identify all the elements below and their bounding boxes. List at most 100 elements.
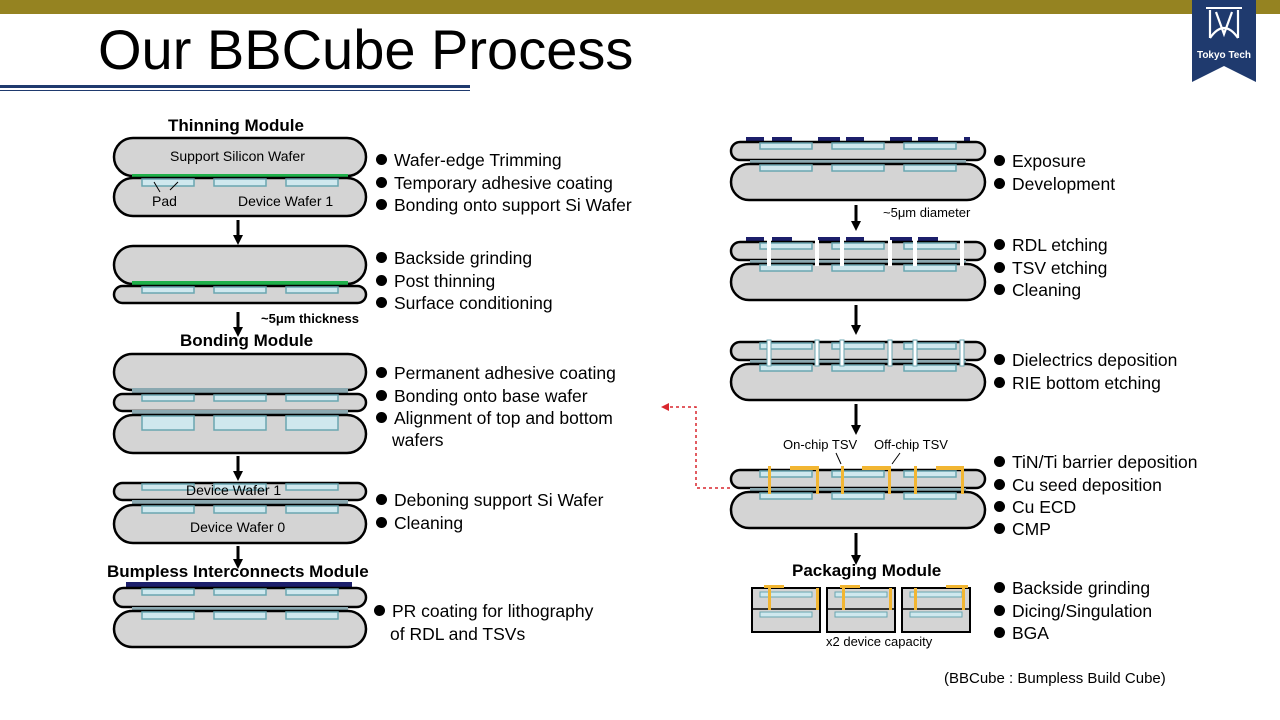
step-text: Cleaning	[1012, 280, 1082, 300]
step-text: TSV etching	[1012, 258, 1108, 278]
bullet-dot	[376, 199, 387, 210]
step-bullet: Dicing/Singulation	[994, 601, 1152, 622]
step-bullet: Bonding onto support Si Wafer	[376, 195, 632, 216]
device-wafer-0-label: Device Wafer 0	[190, 519, 286, 535]
bullet-dot	[376, 494, 387, 505]
step-text: Dielectrics deposition	[1012, 350, 1178, 370]
thickness-label: ~5μm thickness	[261, 311, 359, 326]
diameter-label: ~5μm diameter	[883, 205, 971, 220]
step-bullet: Deboning support Si Wafer	[376, 490, 603, 511]
bullet-dot	[994, 523, 1005, 534]
support-wafer-label: Support Silicon Wafer	[170, 148, 305, 164]
step-bullet: RDL etching	[994, 235, 1108, 256]
slide-title: Our BBCube Process	[98, 18, 634, 81]
capacity-label: x2 device capacity	[826, 634, 933, 649]
step-text: Cu ECD	[1012, 497, 1077, 517]
step-text: Wafer-edge Trimming	[394, 150, 562, 170]
step-text: Deboning support Si Wafer	[394, 490, 604, 510]
stage-cu-fill	[729, 452, 987, 530]
step-text: RIE bottom etching	[1012, 373, 1161, 393]
off-chip-tsv-label: Off-chip TSV	[874, 437, 948, 452]
step-text: Bonding onto support Si Wafer	[394, 195, 632, 215]
on-chip-tsv-label: On-chip TSV	[783, 437, 858, 452]
step-text: Cu seed deposition	[1012, 475, 1162, 495]
bullet-dot	[994, 377, 1005, 388]
module-bumpless: Bumpless Interconnects Module	[107, 562, 369, 581]
bullet-dot	[994, 605, 1005, 616]
step-bullet: Post thinning	[376, 271, 495, 292]
bullet-dot	[994, 479, 1005, 490]
step-text: Backside grinding	[394, 248, 533, 268]
bullet-dot	[376, 367, 387, 378]
step-bullet: PR coating for lithography	[374, 601, 593, 622]
logo-text: Tokyo Tech	[1196, 50, 1252, 61]
bullet-dot	[376, 412, 387, 423]
step-text: PR coating for lithography	[392, 601, 594, 621]
bullet-dot	[376, 252, 387, 263]
title-underline-thin	[0, 90, 470, 91]
step-bullet: Cu seed deposition	[994, 475, 1162, 496]
step-bullet: Bonding onto base wafer	[376, 386, 588, 407]
bullet-dot	[994, 456, 1005, 467]
step-text: Exposure	[1012, 151, 1086, 171]
step-text: Permanent adhesive coating	[394, 363, 616, 383]
module-thinning: Thinning Module	[168, 116, 304, 135]
bullet-dot	[376, 177, 387, 188]
step-text-continued: wafers	[392, 430, 444, 450]
step-bullet: Dielectrics deposition	[994, 350, 1177, 371]
footnote: (BBCube : Bumpless Build Cube)	[944, 670, 1166, 687]
bullet-dot	[376, 517, 387, 528]
step-text: BGA	[1012, 623, 1049, 643]
step-text: CMP	[1012, 519, 1051, 539]
stage-packaging	[751, 585, 971, 633]
pad-label: Pad	[152, 193, 177, 209]
step-text: Alignment of top and bottom	[394, 408, 613, 428]
step-bullet: CMP	[994, 519, 1051, 540]
step-bullet: BGA	[994, 623, 1049, 644]
stage-exposure	[729, 137, 987, 202]
step-bullet: Cleaning	[994, 280, 1081, 301]
step-bullet: Permanent adhesive coating	[376, 363, 616, 384]
bullet-dot	[376, 154, 387, 165]
bullet-dot	[994, 582, 1005, 593]
step-text: Temporary adhesive coating	[394, 173, 613, 193]
title-underline	[0, 85, 470, 88]
bullet-dot	[376, 390, 387, 401]
step-bullet: Backside grinding	[376, 248, 532, 269]
step-text: Bonding onto base wafer	[394, 386, 588, 406]
step-text: RDL etching	[1012, 235, 1108, 255]
step-bullet: Cu ECD	[994, 497, 1076, 518]
bullet-dot	[994, 178, 1005, 189]
step-bullet: Surface conditioning	[376, 293, 553, 314]
step-bullet: Backside grinding	[994, 578, 1150, 599]
step-bullet: Wafer-edge Trimming	[376, 150, 562, 171]
step-bullet: Temporary adhesive coating	[376, 173, 613, 194]
step-text: Post thinning	[394, 271, 496, 291]
step-bullet: Alignment of top and bottom	[376, 408, 613, 429]
stage-pr-coating	[112, 582, 368, 649]
bullet-dot	[376, 275, 387, 286]
step-bullet: Exposure	[994, 151, 1086, 172]
bullet-dot	[994, 155, 1005, 166]
header-bar	[0, 0, 1280, 14]
bullet-dot	[374, 605, 385, 616]
step-bullet: TSV etching	[994, 258, 1107, 279]
device-wafer-1-label: Device Wafer 1	[238, 193, 334, 209]
stage-permanent-bonding	[112, 352, 368, 455]
tokyo-tech-logo	[1192, 0, 1256, 82]
bullet-dot	[994, 354, 1005, 365]
module-packaging: Packaging Module	[792, 561, 942, 580]
module-bonding: Bonding Module	[180, 331, 314, 350]
stage-thinned	[112, 244, 368, 305]
bullet-dot	[376, 297, 387, 308]
step-text: Cleaning	[394, 513, 464, 533]
step-text: TiN/Ti barrier deposition	[1012, 452, 1198, 472]
step-text: Dicing/Singulation	[1012, 601, 1153, 621]
step-bullet: Cleaning	[376, 513, 463, 534]
bullet-dot	[994, 284, 1005, 295]
stage-tsv-etching	[729, 237, 987, 302]
step-bullet: RIE bottom etching	[994, 373, 1161, 394]
device-wafer-1-label-b: Device Wafer 1	[186, 482, 282, 498]
bullet-dot	[994, 501, 1005, 512]
